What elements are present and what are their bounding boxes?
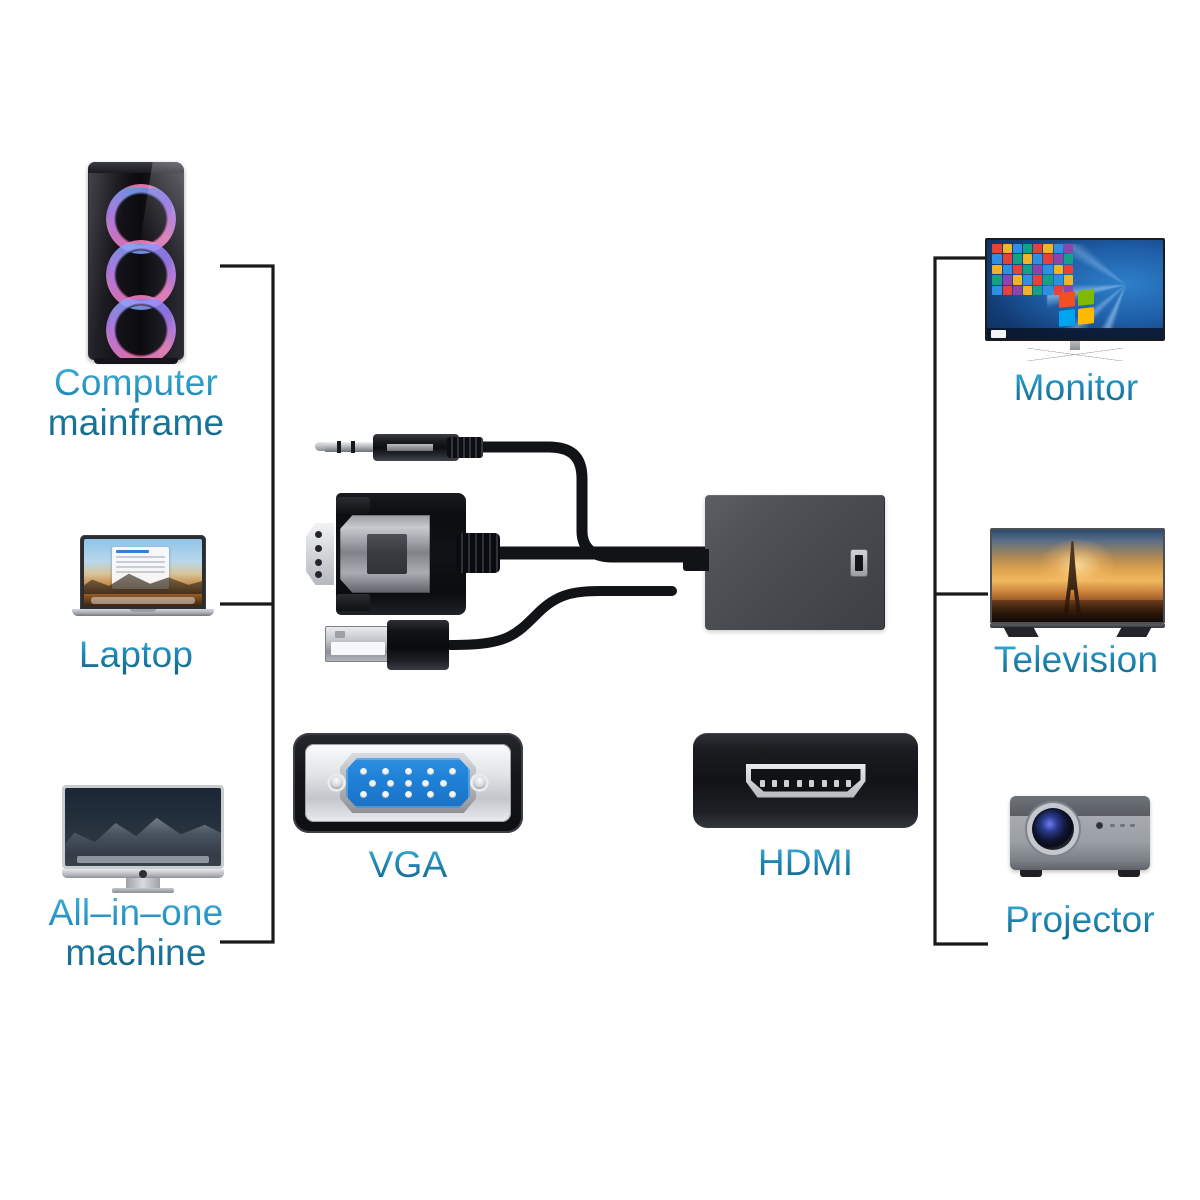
vga-screw-hole-left [327,773,346,792]
desktop-tower-icon [88,162,184,364]
hdmi-port-icon [693,733,918,828]
output-displays-bracket [928,256,990,946]
connector-label-hdmi: HDMI [693,843,918,883]
monitor-start-tiles [992,243,1074,296]
monitor-icon [985,238,1165,362]
source-label-all-in-one: All–in–one machine [12,893,260,973]
vga-screw-hole-right [470,773,489,792]
windows-logo-icon [1059,289,1095,327]
input-sources-bracket [218,264,280,944]
projector-icon [1010,790,1150,882]
adapter-hdmi-output-port [851,549,867,576]
destination-label-television: Television [952,640,1200,680]
connector-label-vga: VGA [293,845,523,885]
vga-port-icon [293,733,523,833]
vga-male-plug [306,493,500,615]
adapter-cables [445,441,717,650]
destination-label-projector: Projector [960,900,1200,940]
vga-pin-array [360,768,456,798]
laptop-icon [72,535,214,623]
audio-jack-plug [315,429,485,465]
vga-to-hdmi-adapter [300,405,920,705]
adapter-housing [683,495,885,630]
television-icon [990,528,1165,638]
source-label-laptop: Laptop [20,635,252,675]
destination-label-monitor: Monitor [960,368,1192,408]
source-label-computer-mainframe: Computer mainframe [20,363,252,443]
usb-a-plug [325,620,455,670]
all-in-one-computer-icon [62,785,224,893]
hdmi-contact-teeth [759,779,852,787]
